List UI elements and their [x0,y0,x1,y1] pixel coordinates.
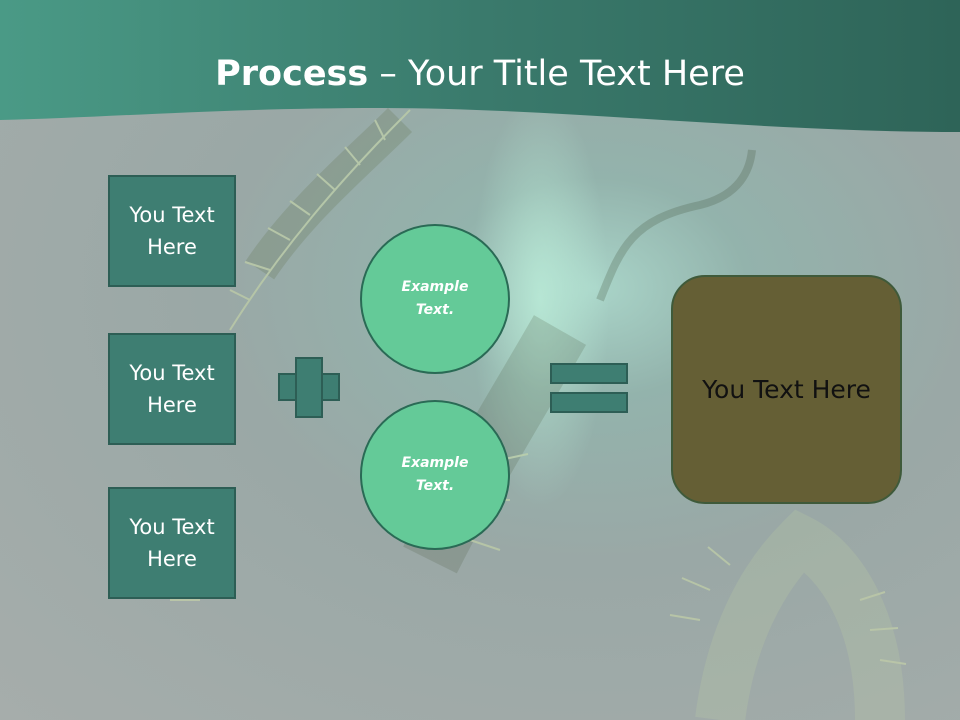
example-circle-label: Example Text. [401,279,469,318]
text-box-label: You Text Here [129,515,215,571]
result-box[interactable]: You Text Here [671,275,902,504]
text-box-label: You Text Here [129,361,215,417]
text-box-label: You Text Here [129,203,215,259]
text-box-1[interactable]: You Text Here [108,175,236,287]
text-box-3[interactable]: You Text Here [108,487,236,599]
example-circle-1[interactable]: Example Text. [360,224,510,374]
page-title: Process – Your Title Text Here [0,52,960,96]
result-label: You Text Here [702,375,871,404]
header-banner [0,0,960,132]
text-box-2[interactable]: You Text Here [108,333,236,445]
title-bold-text: Process [215,54,369,94]
example-circle-label: Example Text. [401,455,469,494]
example-circle-2[interactable]: Example Text. [360,400,510,550]
title-rest-text: – Your Title Text Here [368,54,745,94]
